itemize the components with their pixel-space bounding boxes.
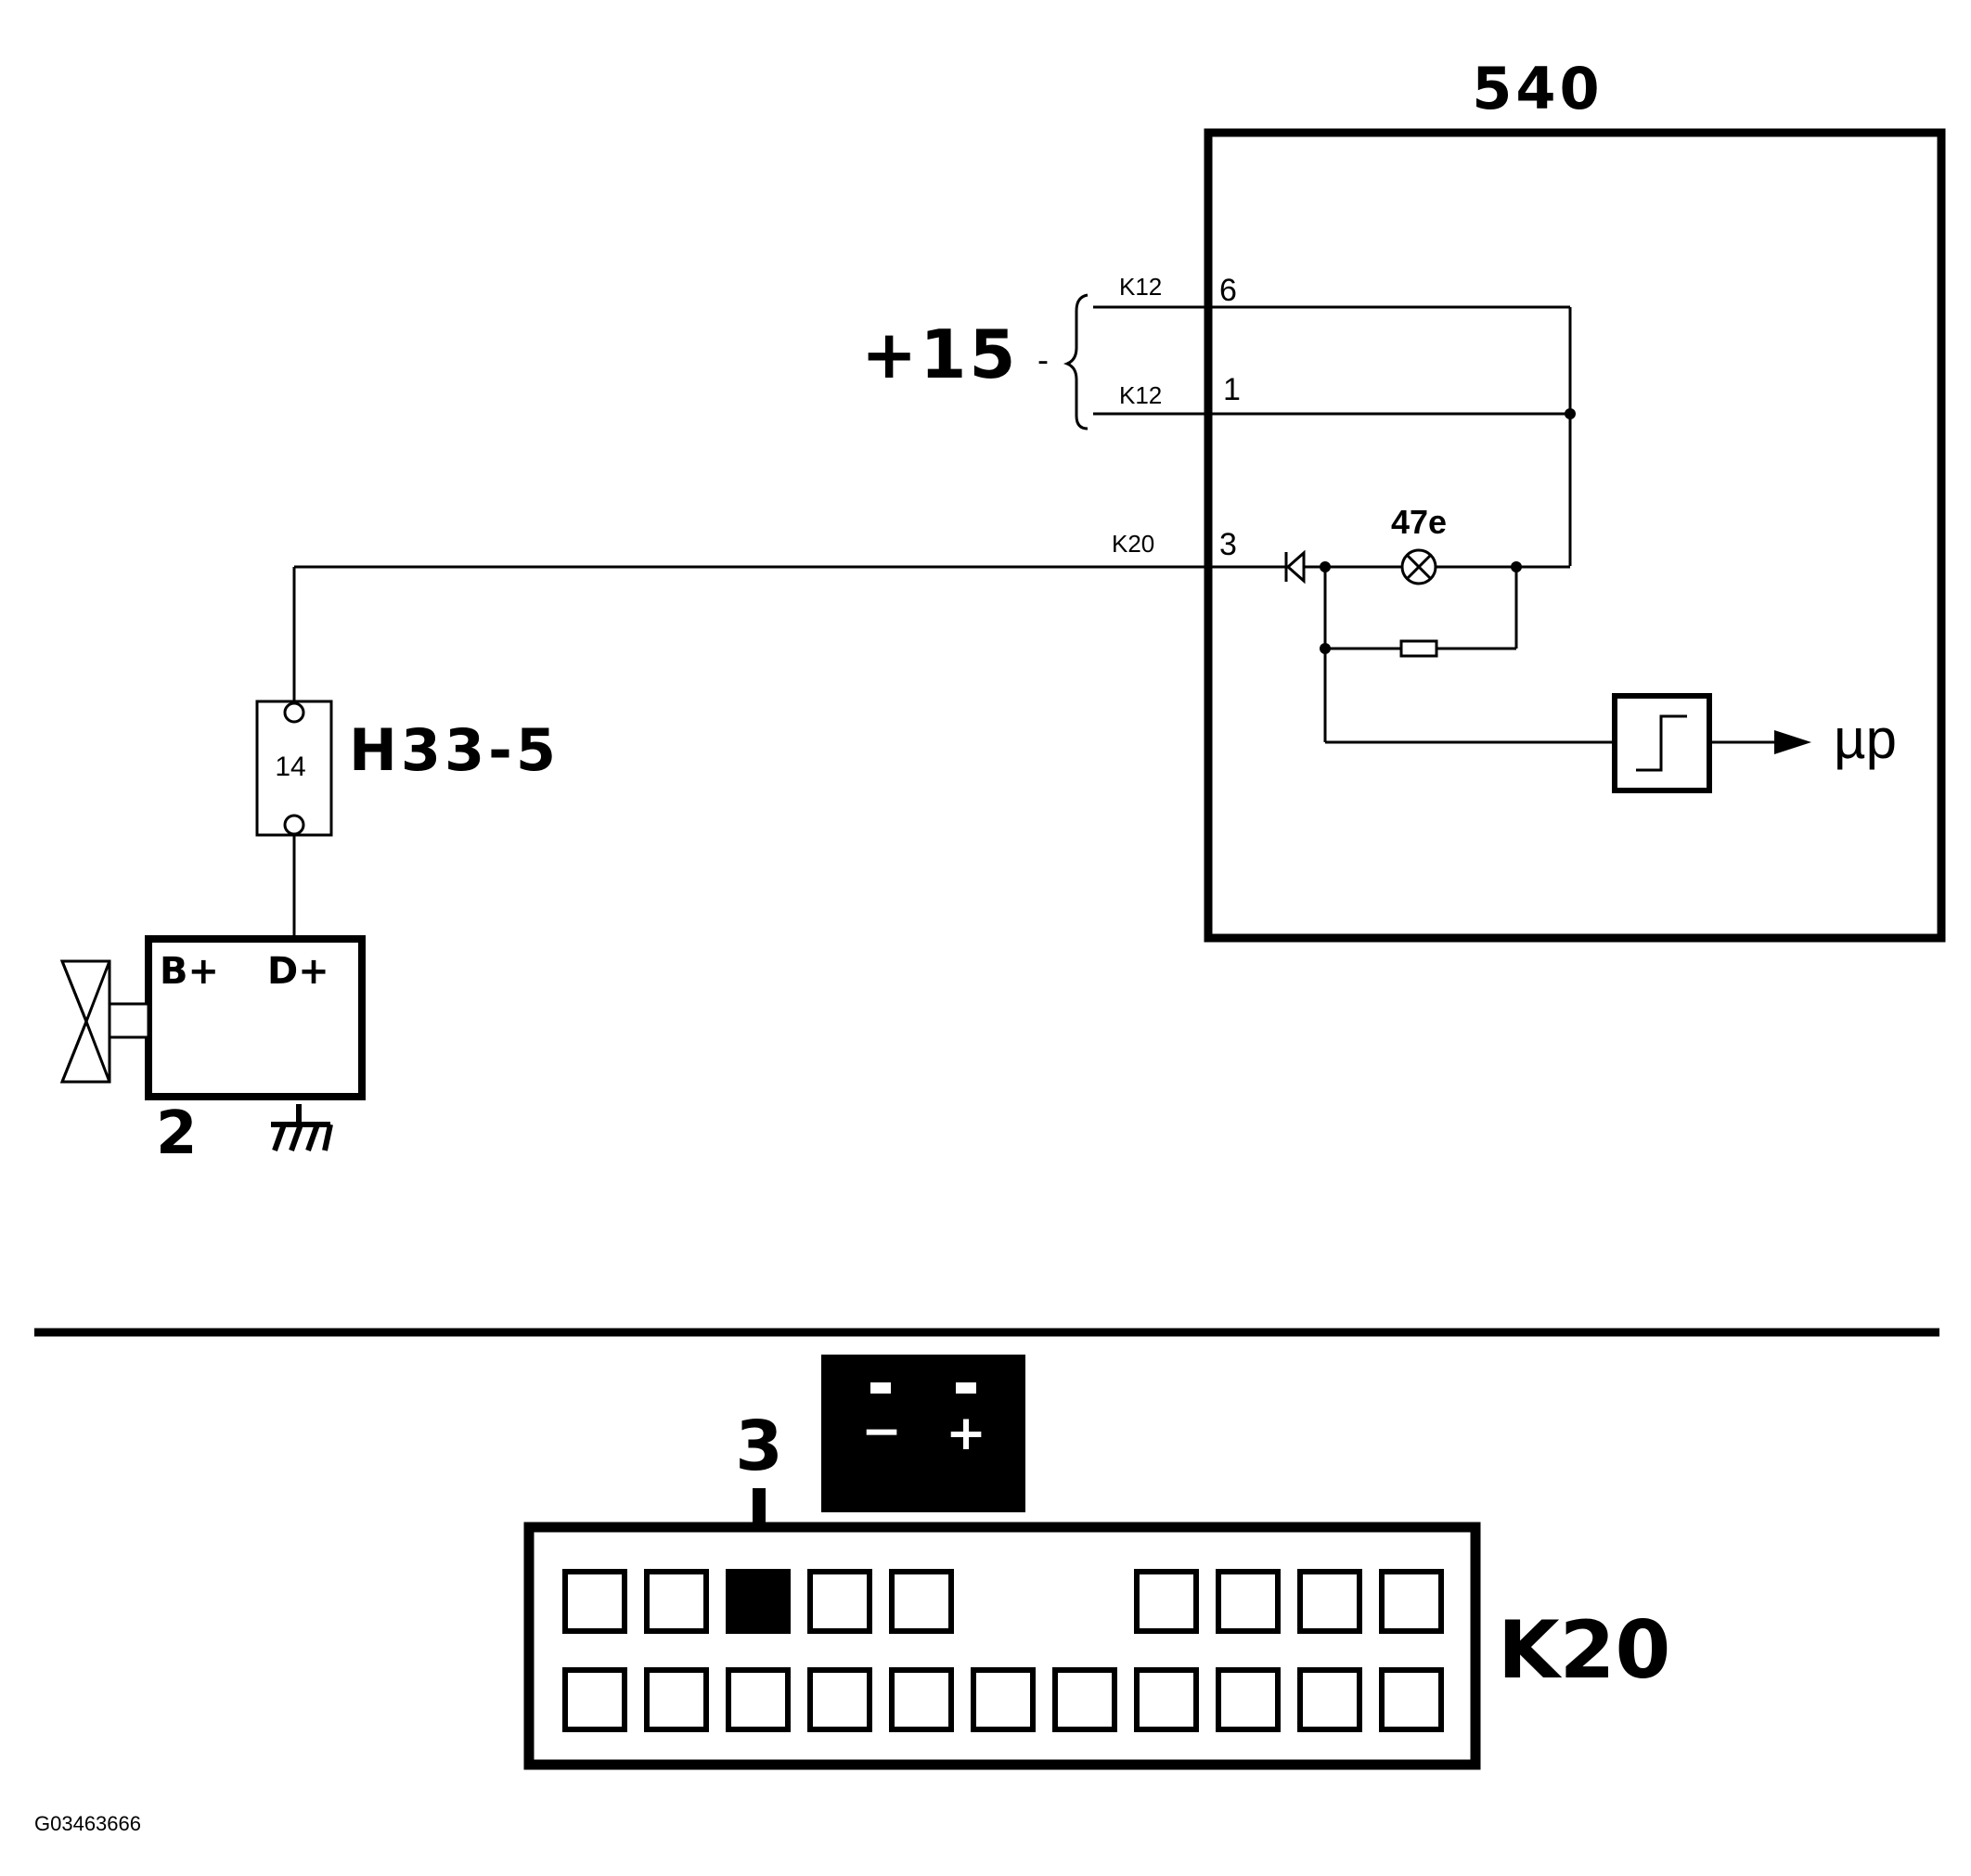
connector-pin: [1379, 1667, 1444, 1732]
connector-pin: [807, 1569, 872, 1634]
terminal-b-label: B+: [160, 950, 219, 993]
connector-pin: [971, 1667, 1036, 1732]
junction-dot: [1320, 561, 1331, 572]
lamp-label: 47e: [1391, 503, 1447, 541]
pin-number-label: 1: [1223, 372, 1241, 407]
control-module-540: 540: [1204, 55, 1946, 943]
fuse-label: H33-5: [349, 716, 560, 784]
connector-pin: [1297, 1569, 1362, 1634]
connector-pin: [644, 1667, 709, 1732]
battery-minus: −: [861, 1404, 902, 1459]
supply-brace: [1063, 293, 1089, 430]
connector-pin: [1379, 1569, 1444, 1634]
lamp-47e: 47e: [1391, 503, 1447, 585]
connector-pin: [726, 1667, 791, 1732]
arrow-icon: [1774, 730, 1811, 754]
terminal-d-label: D+: [267, 950, 329, 993]
trigger-block: µp: [1612, 693, 1897, 793]
module-box: [1204, 128, 1946, 943]
fuse-terminal: [283, 814, 305, 836]
fuse-number: 14: [275, 752, 305, 782]
connector-pin: [1216, 1569, 1281, 1634]
junction-dot: [1320, 643, 1331, 654]
battery-icon: − +: [821, 1355, 1025, 1512]
battery-plus: +: [946, 1406, 986, 1461]
fuse-h33-5: 14 H33-5: [255, 700, 560, 837]
junctions: [1320, 408, 1576, 654]
connector-pin: [1216, 1667, 1281, 1732]
supply-dash: -: [1037, 341, 1049, 379]
supply-15: +15 -: [861, 293, 1089, 430]
ground-icon: [271, 1104, 333, 1152]
connector-pin: [889, 1667, 954, 1732]
connector-pin: [1134, 1667, 1199, 1732]
pin-number-label: 6: [1219, 273, 1237, 308]
pulley-icon: [59, 959, 111, 1084]
connector-pin-highlighted: [726, 1569, 791, 1634]
connector-pin: [562, 1667, 627, 1732]
alternator-number: 2: [156, 1099, 198, 1168]
junction-dot: [1565, 408, 1576, 419]
connector-pin: [1134, 1569, 1199, 1634]
pin-connector-label: K12: [1119, 381, 1162, 409]
connector-pin: [889, 1569, 954, 1634]
connector-pin: [644, 1569, 709, 1634]
pin-connector-label: K20: [1112, 530, 1154, 558]
figure-id: G03463666: [34, 1812, 141, 1835]
connector-pin: [1052, 1667, 1117, 1732]
highlighted-pin-label: 3: [735, 1407, 783, 1486]
alternator-shaft: [108, 1002, 150, 1039]
wires: [292, 305, 1774, 935]
pin-connector-label: K12: [1119, 273, 1162, 301]
connector-k20-view: − + 3 K20: [523, 1355, 1670, 1770]
junction-dot: [1511, 561, 1522, 572]
connector-pin: [562, 1569, 627, 1634]
pin-grid: [562, 1569, 1444, 1732]
diode-icon: [1284, 549, 1306, 585]
fuse-terminal: [283, 701, 305, 724]
supply-label: +15: [861, 315, 1019, 393]
connector-pin: [807, 1667, 872, 1732]
microprocessor-label: µp: [1834, 708, 1897, 770]
connector-label: K20: [1498, 1604, 1670, 1697]
connector-pin: [1297, 1667, 1362, 1732]
resistor-icon: [1399, 639, 1438, 658]
module-label: 540: [1472, 55, 1603, 122]
alternator-box: [145, 935, 366, 1100]
pin-number-label: 3: [1219, 527, 1237, 562]
pin-labels: K12 6 K12 1 K20 3: [1112, 273, 1241, 562]
alternator: B+ D+ 2: [59, 935, 366, 1168]
